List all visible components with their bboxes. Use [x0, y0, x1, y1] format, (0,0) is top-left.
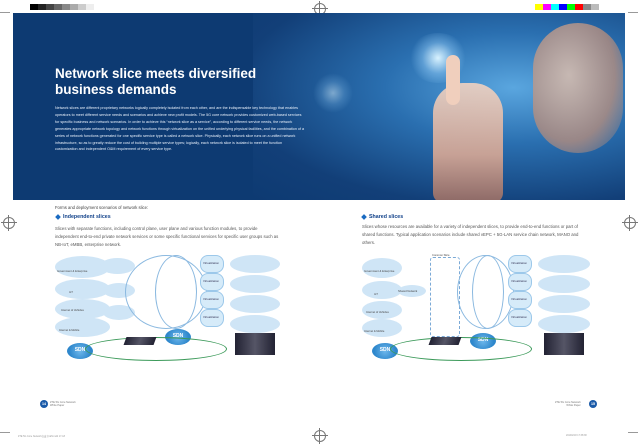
- print-slug-right: 2019/2/18 17:38:38: [566, 434, 587, 437]
- slice-label: Virtualization: [511, 315, 527, 319]
- cloud-dc: [538, 275, 590, 293]
- independent-slices-title: Independent slices: [63, 214, 111, 220]
- hero-photo-hand: [433, 83, 503, 200]
- transport-cloud: [100, 258, 135, 274]
- slice-label: Virtualization: [203, 297, 219, 301]
- diamond-bullet-icon: [361, 214, 367, 220]
- hero-photo-glow: [313, 73, 353, 113]
- cloud-dc: [538, 255, 590, 273]
- slice-label: Virtualization: [511, 297, 527, 301]
- page-title: Network slice meets diversified business…: [55, 66, 257, 97]
- access-cloud: [55, 299, 110, 319]
- access-cloud: [55, 317, 110, 337]
- sdn-label: SDN: [379, 347, 391, 353]
- print-slug-left: ZTE 5G Core Network白皮书-EN.indd 17-18: [18, 435, 65, 438]
- slice-label: Virtualization: [511, 279, 527, 283]
- cloud-dc: [230, 275, 280, 293]
- cloud-dc: [230, 315, 280, 333]
- transport-cloud: [103, 305, 135, 320]
- scenarios-caption: Forms and deployment scenarios of networ…: [55, 205, 149, 210]
- common-slice-box: [430, 257, 460, 337]
- crop-mark: [628, 432, 638, 433]
- slice-box: [508, 309, 532, 327]
- slice-box: [200, 273, 224, 291]
- slice-label: Virtualization: [511, 261, 527, 265]
- segment-label: Internet of Vehicles: [61, 309, 84, 312]
- core-ring: [85, 337, 227, 361]
- registration-mark-bottom: [312, 428, 328, 444]
- shared-slices-heading: Shared slices: [361, 214, 404, 220]
- slice-label: Virtualization: [203, 315, 219, 319]
- cloud-dc: [538, 315, 590, 333]
- page-number-right: 15: [589, 400, 597, 408]
- segment-label: Internet & Mobile: [364, 330, 385, 333]
- cloud-dc: [538, 295, 590, 313]
- registration-mark-right: [622, 215, 638, 231]
- server-rack: [235, 333, 275, 355]
- footer-doc-right: ZTE 5G Core Network White Paper: [555, 401, 581, 407]
- access-cloud: [362, 319, 402, 337]
- access-cloud: [362, 258, 402, 278]
- segment-label: IoT: [69, 291, 73, 294]
- common-slice-label: Common Slice: [432, 254, 450, 257]
- footer-doc-subtitle: White Paper: [50, 404, 65, 408]
- segment-label: Internet & Mobile: [59, 329, 80, 332]
- independent-slices-diagram: Government & Enterprise IoT Internet of …: [55, 253, 280, 363]
- slice-box: [200, 291, 224, 309]
- diamond-bullet-icon: [55, 214, 61, 220]
- shared-slices-text: Slices whose resources are available for…: [362, 224, 579, 246]
- cloud-dc: [230, 255, 280, 273]
- shared-slices-diagram: Government & Enterprise IoT Internet of …: [362, 253, 592, 363]
- color-bar-left: [30, 4, 94, 10]
- shared-network-label: Shared Network: [398, 290, 418, 293]
- access-cloud: [55, 256, 110, 278]
- color-bar-right: [535, 4, 599, 10]
- segment-label: Internet of Vehicles: [366, 311, 389, 314]
- shared-slices-title: Shared slices: [369, 214, 404, 220]
- footer-doc-title: ZTE 5G Core Network: [50, 401, 76, 404]
- footer-doc-subtitle: White Paper: [566, 404, 581, 408]
- server-rack: [428, 337, 462, 345]
- sdn-label: SDN: [172, 333, 184, 339]
- slice-label: Virtualization: [203, 261, 219, 265]
- segment-label: Government & Enterprise: [57, 270, 88, 273]
- hero-photo-finger: [446, 55, 460, 105]
- transport-cloud: [398, 285, 426, 297]
- slice-box: [200, 255, 224, 273]
- slice-box: [508, 273, 532, 291]
- independent-slices-heading: Independent slices: [55, 214, 111, 220]
- hero-photo-person: [533, 23, 623, 153]
- sdn-label: SDN: [74, 347, 86, 353]
- crop-mark: [0, 12, 10, 13]
- cloud-dc: [230, 295, 280, 313]
- core-ring: [390, 337, 532, 361]
- page-number-left: 14: [40, 400, 48, 408]
- slice-box: [200, 309, 224, 327]
- segment-label: Government & Enterprise: [364, 270, 395, 273]
- footer-doc-title: ZTE 5G Core Network: [555, 401, 581, 404]
- server-rack: [123, 337, 157, 345]
- slice-box: [508, 255, 532, 273]
- hero-banner: [13, 13, 625, 200]
- access-cloud: [55, 279, 110, 299]
- independent-slices-text: Slices with separate functions, includin…: [55, 226, 279, 248]
- slice-box: [508, 291, 532, 309]
- crop-mark: [628, 12, 638, 13]
- slice-ring: [155, 255, 197, 329]
- server-rack: [544, 333, 584, 355]
- access-cloud: [362, 301, 402, 319]
- registration-mark-left: [1, 215, 17, 231]
- access-cloud: [362, 281, 402, 299]
- segment-label: IoT: [374, 293, 378, 296]
- slice-ring: [472, 255, 504, 329]
- intro-paragraph: Network slices are different proprietary…: [55, 106, 305, 152]
- footer-doc-left: ZTE 5G Core Network White Paper: [50, 401, 76, 407]
- crop-mark: [0, 432, 10, 433]
- slice-label: Virtualization: [203, 279, 219, 283]
